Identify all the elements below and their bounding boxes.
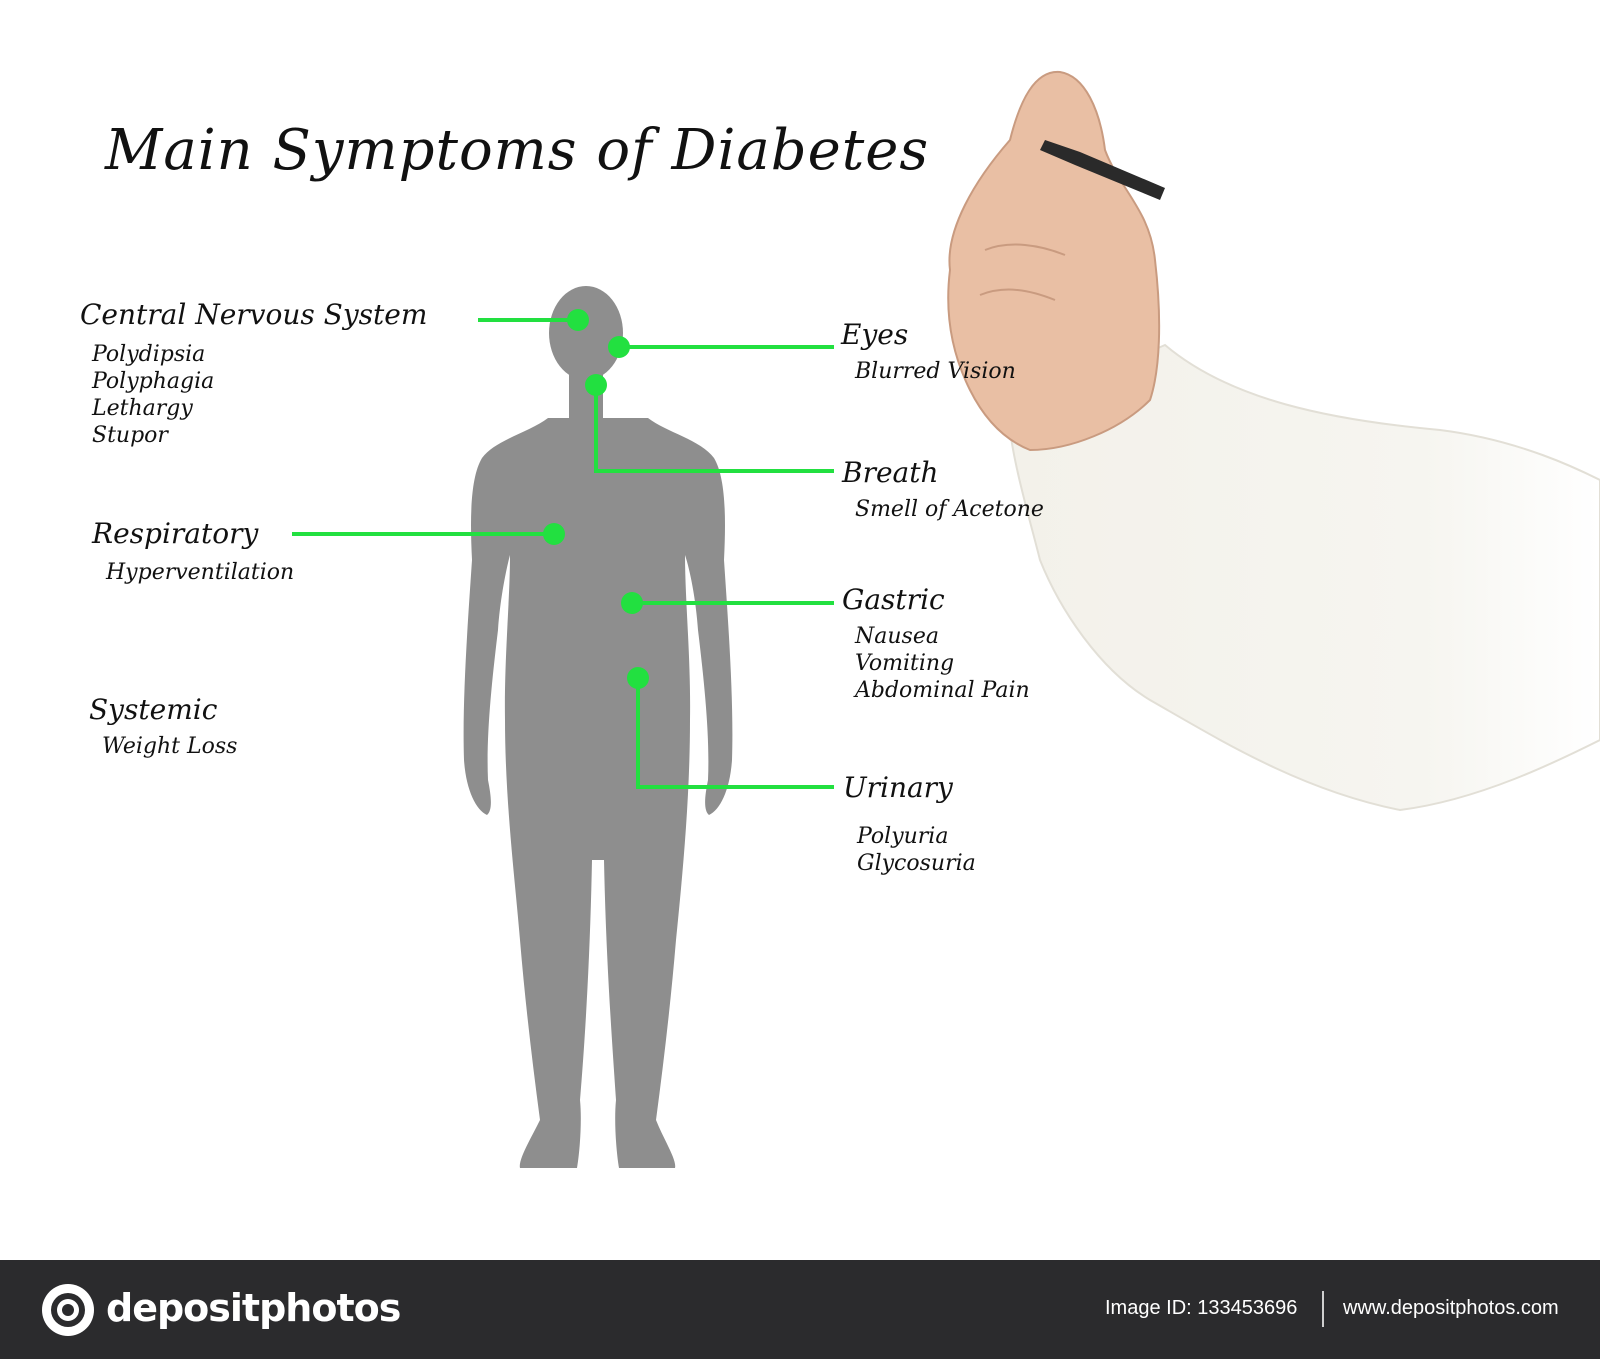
footer-divider — [1322, 1291, 1324, 1327]
breath-symptom-list: Smell of Acetone — [855, 496, 1044, 523]
urinary-symptom-list: Polyuria Glycosuria — [857, 823, 976, 877]
camera-logo-icon — [42, 1284, 94, 1336]
sleeve — [1008, 343, 1600, 812]
symptom-item: Lethargy — [92, 396, 193, 421]
label-breath: Breath — [842, 456, 939, 489]
gastric-symptom-list: Nausea Vomiting Abdominal Pain — [855, 623, 1030, 704]
symptom-item: Weight Loss — [102, 734, 238, 759]
symptom-item: Nausea — [855, 624, 939, 649]
label-systemic: Systemic — [89, 693, 218, 726]
dot-breath — [585, 374, 607, 396]
systemic-symptom-list: Weight Loss — [102, 733, 237, 760]
watermark-footer: depositphotos Image ID: 133453696 www.de… — [0, 1260, 1600, 1359]
symptom-item: Glycosuria — [857, 851, 976, 876]
symptom-item: Hyperventilation — [106, 560, 295, 585]
label-central-nervous-system: Central Nervous System — [80, 298, 428, 331]
symptom-item: Abdominal Pain — [855, 678, 1030, 703]
connector-breath — [594, 385, 834, 473]
connector-dots — [543, 309, 649, 689]
symptom-item: Stupor — [92, 423, 168, 448]
hand-with-marker — [947, 70, 1600, 812]
dot-urinary — [627, 667, 649, 689]
symptom-item: Smell of Acetone — [855, 497, 1044, 522]
diagram-canvas — [292, 70, 1600, 1168]
connector-urinary — [636, 678, 834, 789]
brand-logo-text: depositphotos — [106, 1286, 401, 1330]
symptom-item: Polyuria — [857, 824, 949, 849]
symptom-item: Blurred Vision — [855, 359, 1016, 384]
image-id-text: Image ID: 133453696 — [1105, 1297, 1298, 1319]
eyes-symptom-list: Blurred Vision — [855, 358, 1016, 385]
dot-respiratory — [543, 523, 565, 545]
dot-eyes — [608, 336, 630, 358]
connectors — [292, 318, 834, 789]
hand — [947, 70, 1161, 452]
diagram-title: Main Symptoms of Diabetes — [105, 118, 930, 183]
label-gastric: Gastric — [842, 583, 945, 616]
respiratory-symptom-list: Hyperventilation — [106, 559, 294, 586]
symptom-item: Polyphagia — [92, 369, 215, 394]
label-respiratory: Respiratory — [92, 517, 259, 550]
symptom-item: Vomiting — [855, 651, 955, 676]
dot-gastric — [621, 592, 643, 614]
dot-cns — [567, 309, 589, 331]
marker — [1040, 140, 1165, 200]
label-urinary: Urinary — [843, 771, 953, 804]
symptom-item: Polydipsia — [92, 342, 206, 367]
site-url-link[interactable]: www.depositphotos.com — [1343, 1297, 1559, 1319]
cns-symptom-list: Polydipsia Polyphagia Lethargy Stupor — [92, 341, 214, 449]
label-eyes: Eyes — [841, 318, 909, 351]
